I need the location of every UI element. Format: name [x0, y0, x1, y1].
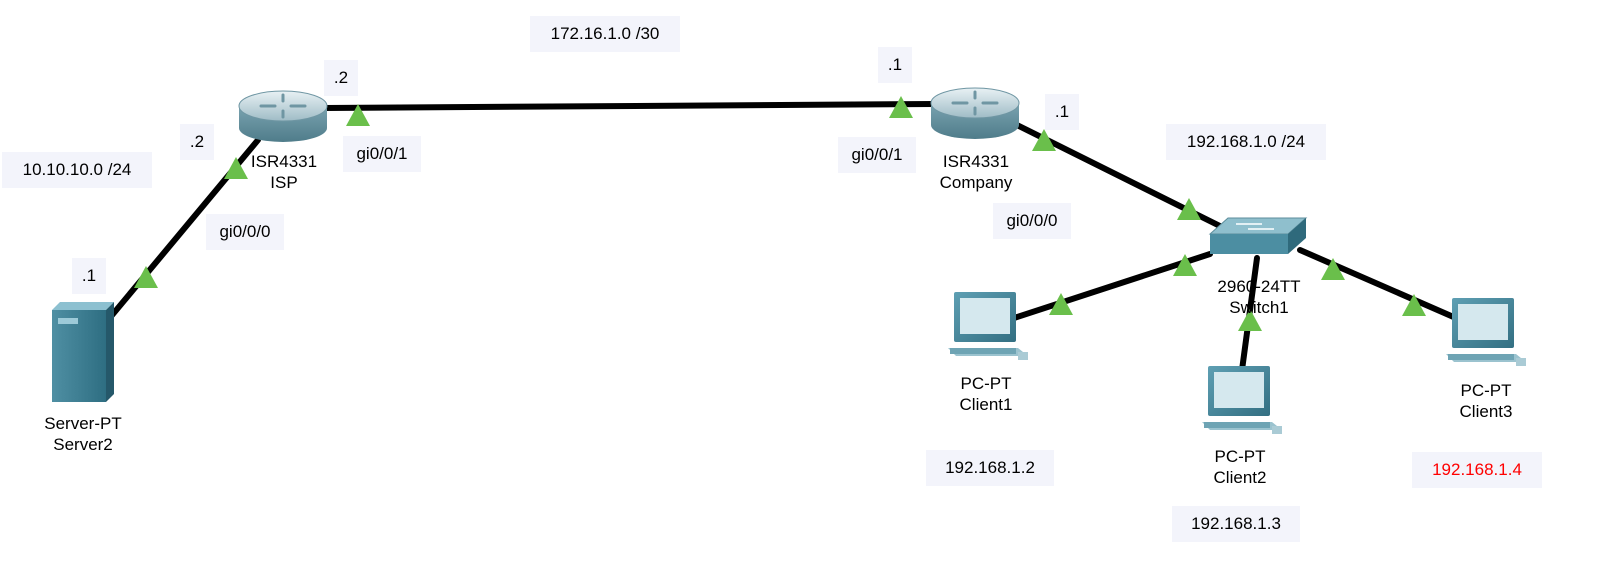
link-switch1-client3[interactable]: [1297, 247, 1468, 325]
link-up-icon: [1049, 293, 1073, 315]
device-model: PC-PT: [1460, 381, 1512, 400]
device-model: PC-PT: [960, 374, 1012, 393]
link-up-icon: [346, 104, 370, 126]
note-company-wan-host[interactable]: .1: [878, 47, 912, 83]
device-name: Client3: [1459, 402, 1513, 421]
link-up-icon: [134, 266, 158, 288]
note-client1-ip[interactable]: 192.168.1.2: [926, 450, 1054, 486]
link-up-icon: [1321, 258, 1345, 280]
link-switch1-client1[interactable]: [1005, 251, 1213, 323]
link-up-icon: [1402, 294, 1426, 316]
device-label-client1: PC-PT Client1: [940, 373, 1032, 415]
device-model: ISR4331: [942, 152, 1010, 171]
device-model: 2960-24TT: [1217, 277, 1301, 296]
note-company-wan-iface[interactable]: gi0/0/1: [838, 137, 916, 173]
note-company-lan-iface[interactable]: gi0/0/0: [993, 203, 1071, 239]
server-server2[interactable]: [52, 302, 114, 402]
link-isp-company[interactable]: [322, 101, 938, 111]
link-status-indicators: [134, 96, 1426, 331]
switch-arrows-icon: [1236, 223, 1274, 230]
note-isp-wan-iface[interactable]: gi0/0/1: [343, 136, 421, 172]
link-up-icon: [1173, 254, 1197, 276]
note-isp-lan-host[interactable]: .2: [180, 124, 214, 160]
device-name: Company: [939, 173, 1013, 192]
pc-client1[interactable]: [948, 292, 1028, 360]
router-company[interactable]: [930, 87, 1020, 139]
link-up-icon: [1177, 198, 1201, 220]
pc-client2[interactable]: [1202, 366, 1282, 434]
device-label-client2: PC-PT Client2: [1194, 446, 1286, 488]
device-name: Client1: [959, 395, 1013, 414]
note-server-network[interactable]: 10.10.10.0 /24: [2, 152, 152, 188]
router-isp[interactable]: [238, 90, 328, 142]
note-company-lan-host[interactable]: .1: [1045, 94, 1079, 130]
switch-switch1[interactable]: [1208, 217, 1308, 254]
device-model: ISR4331: [250, 152, 318, 171]
device-label-server2: Server-PT Server2: [28, 413, 138, 455]
device-name: Switch1: [1229, 298, 1289, 317]
note-wan-network[interactable]: 172.16.1.0 /30: [530, 16, 680, 52]
device-name: Client2: [1213, 468, 1267, 487]
note-isp-lan-iface[interactable]: gi0/0/0: [206, 214, 284, 250]
router-arrows-icon: [259, 93, 307, 119]
note-lan-network[interactable]: 192.168.1.0 /24: [1166, 124, 1326, 160]
link-company-switch1[interactable]: [1012, 121, 1243, 239]
device-label-switch1: 2960-24TT Switch1: [1200, 276, 1318, 318]
link-up-icon: [1032, 129, 1056, 151]
device-model: PC-PT: [1214, 447, 1266, 466]
note-server-host[interactable]: .1: [72, 258, 106, 294]
link-up-icon: [889, 96, 913, 118]
device-name: ISP: [270, 173, 298, 192]
device-model: Server-PT: [44, 414, 122, 433]
device-label-client3: PC-PT Client3: [1440, 380, 1532, 422]
note-client3-ip[interactable]: 192.168.1.4: [1412, 452, 1542, 488]
router-arrows-icon: [951, 90, 999, 116]
device-label-company: ISR4331 Company: [925, 151, 1027, 193]
note-client2-ip[interactable]: 192.168.1.3: [1172, 506, 1300, 542]
device-label-isp: ISR4331 ISP: [238, 151, 330, 193]
note-isp-wan-host[interactable]: .2: [324, 60, 358, 96]
pc-client3[interactable]: [1446, 298, 1526, 366]
link-up-icon: [224, 157, 248, 179]
device-name: Server2: [53, 435, 113, 454]
link-up-icon: [1238, 309, 1262, 331]
